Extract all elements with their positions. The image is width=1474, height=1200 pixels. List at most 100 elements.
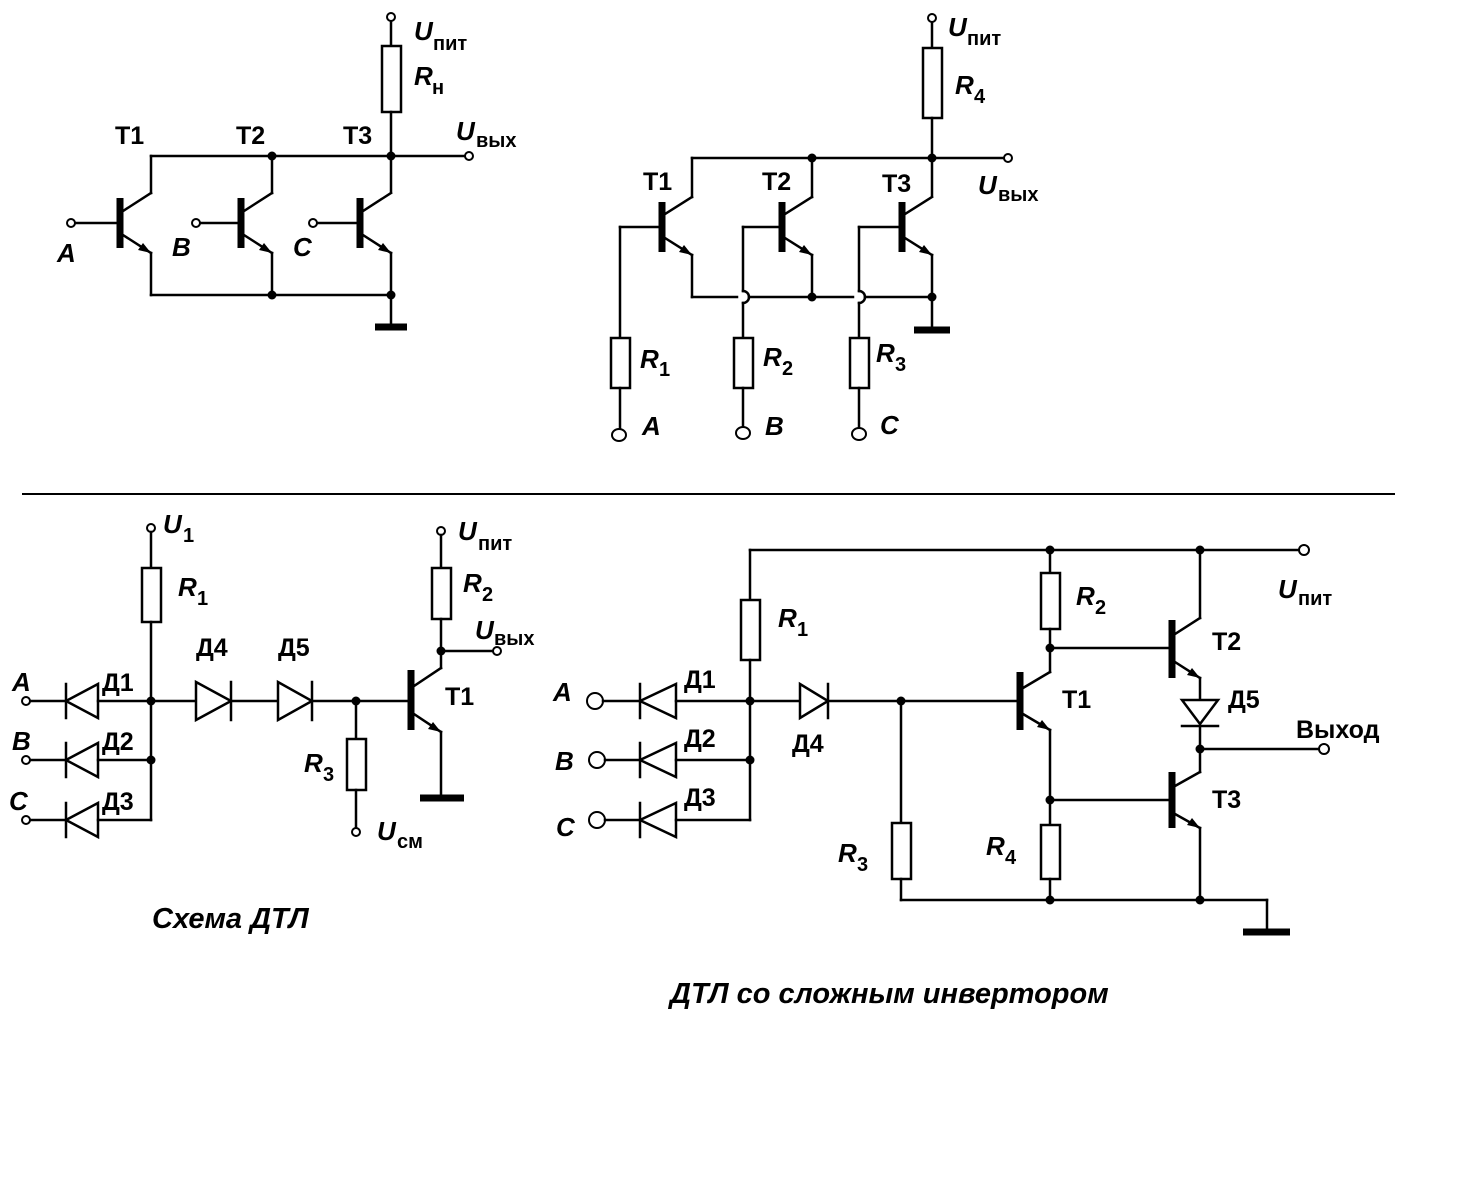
svg-text:3: 3 <box>323 764 334 786</box>
transistor-t2 <box>741 156 814 340</box>
output-label: U <box>978 170 998 200</box>
r3-resistor <box>890 821 913 881</box>
svg-text:пит: пит <box>1298 588 1332 610</box>
svg-text:пит: пит <box>967 28 1001 50</box>
transistor-t2 <box>191 154 274 297</box>
output-label: U <box>456 116 476 146</box>
transistor-t3 <box>857 195 934 340</box>
input-a-label: A <box>56 238 76 268</box>
svg-text:н: н <box>432 77 444 99</box>
d1-label: Д1 <box>102 669 134 697</box>
t2-label: T2 <box>762 168 791 196</box>
u1-label: U <box>163 509 183 539</box>
diode-d5 <box>1179 698 1221 728</box>
svg-text:2: 2 <box>482 584 493 606</box>
r1-resistor <box>140 566 163 624</box>
input-c-label: C <box>556 812 576 842</box>
supply-label: U <box>458 516 478 546</box>
svg-text:1: 1 <box>183 525 194 547</box>
transistor-t1 <box>618 156 694 340</box>
r2-resistor <box>1039 571 1062 631</box>
svg-text:пит: пит <box>478 533 512 555</box>
input-b-label: B <box>555 746 574 776</box>
svg-text:вых: вых <box>494 628 535 650</box>
t1-label: T1 <box>115 122 144 150</box>
d2-label: Д2 <box>102 728 134 756</box>
diode-d1 <box>586 682 752 720</box>
t3-label: T3 <box>882 170 911 198</box>
r3-label: R <box>876 338 895 368</box>
svg-text:1: 1 <box>197 588 208 610</box>
svg-text:см: см <box>397 831 423 853</box>
t3-label: T3 <box>1212 786 1241 814</box>
transistor-t1 <box>66 154 153 297</box>
r3-resistor <box>345 737 368 792</box>
diode-d3 <box>588 801 752 839</box>
t2-label: T2 <box>1212 628 1241 656</box>
input-c-label: C <box>293 232 313 262</box>
r4-label: R <box>955 70 974 100</box>
diode-d2 <box>588 741 752 779</box>
input-b-label: B <box>12 726 31 756</box>
r1-resistor <box>739 598 762 662</box>
t1-label: T1 <box>1062 686 1091 714</box>
transistor-t3 <box>308 191 393 327</box>
d4-label: Д4 <box>196 634 228 662</box>
svg-text:4: 4 <box>1005 847 1017 869</box>
transistor-t1 <box>1016 670 1052 827</box>
r3-label: R <box>838 838 857 868</box>
supply-label: U <box>948 12 968 42</box>
r1-resistor <box>609 336 632 390</box>
diode-d2 <box>21 740 153 780</box>
d3-label: Д3 <box>684 784 716 812</box>
r3-resistor <box>848 336 871 390</box>
circuit-top-left: U пит R н U вых T1 T2 T3 A B C <box>56 12 517 331</box>
t1-label: T1 <box>445 683 474 711</box>
diode-d5 <box>276 679 315 723</box>
supply-terminal <box>386 12 396 22</box>
input-b-label: B <box>765 411 784 441</box>
supply-label: U <box>1278 574 1298 604</box>
load-label: R <box>414 61 433 91</box>
t2-label: T2 <box>236 122 265 150</box>
r2-resistor <box>732 336 755 390</box>
t3-label: T3 <box>343 122 372 150</box>
input-a-label: A <box>641 411 661 441</box>
t1-label: T1 <box>643 168 672 196</box>
diode-d3 <box>21 800 153 840</box>
d3-label: Д3 <box>102 788 134 816</box>
caption-dtl: Схема ДТЛ <box>152 903 310 935</box>
input-a-label: A <box>552 677 572 707</box>
svg-text:пит: пит <box>433 33 467 55</box>
output-label: Выход <box>1296 716 1380 744</box>
load-resistor <box>380 44 403 114</box>
svg-text:3: 3 <box>895 354 906 376</box>
output-terminal <box>464 151 474 161</box>
svg-text:4: 4 <box>974 86 986 108</box>
r1-label: R <box>778 603 797 633</box>
transistor-t3 <box>1168 770 1202 902</box>
input-a-label: A <box>11 667 31 697</box>
d1-label: Д1 <box>684 666 716 694</box>
svg-text:3: 3 <box>857 854 868 876</box>
circuit-bottom-left: U 1 R 1 U пит R 2 U вых R 3 U см A B C Д… <box>9 509 535 935</box>
diode-d4 <box>194 679 234 723</box>
r2-label: R <box>1076 581 1095 611</box>
supply-label: U <box>414 16 434 46</box>
input-c-label: C <box>9 786 29 816</box>
svg-text:1: 1 <box>659 359 670 381</box>
circuit-top-right: U пит R 4 U вых T1 T2 T3 R 1 R 2 R 3 A B… <box>609 12 1039 442</box>
diode-d4 <box>798 681 831 721</box>
r1-label: R <box>178 572 197 602</box>
r2-label: R <box>463 568 482 598</box>
input-b-label: B <box>172 232 191 262</box>
svg-text:вых: вых <box>998 184 1039 206</box>
circuit-bottom-right: R 1 R 2 R 3 R 4 U пит A B C Д1 Д2 Д3 Д4 … <box>552 544 1380 1010</box>
r4-label: R <box>986 831 1005 861</box>
svg-text:2: 2 <box>1095 597 1106 619</box>
r2-label: R <box>763 342 782 372</box>
input-c-label: C <box>880 410 900 440</box>
transistor-t2 <box>1168 548 1202 702</box>
d5-label: Д5 <box>278 634 310 662</box>
r3-label: R <box>304 748 323 778</box>
